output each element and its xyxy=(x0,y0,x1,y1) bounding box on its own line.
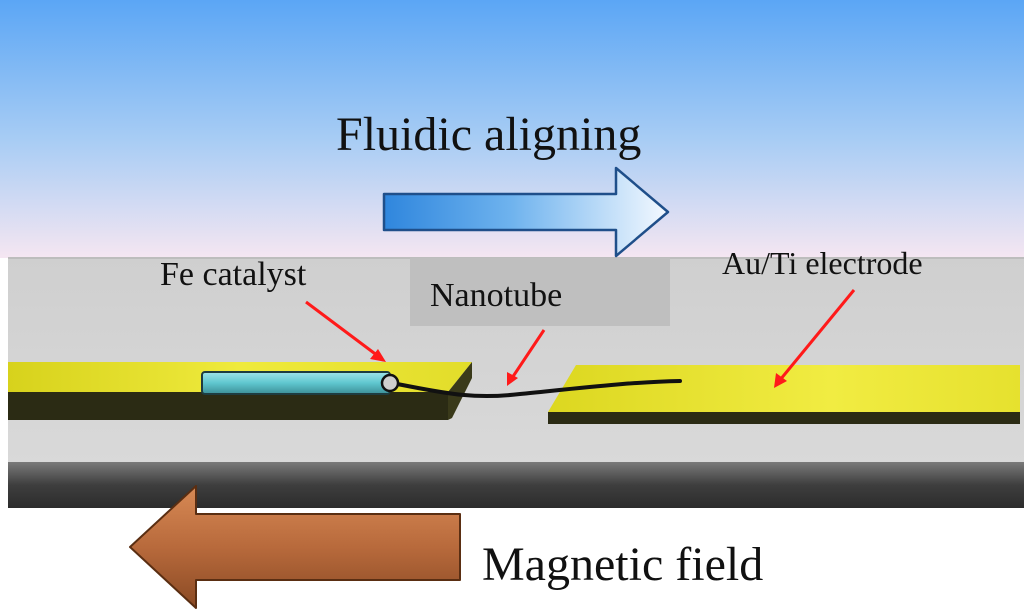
nanotube-pointer xyxy=(507,329,546,386)
fe-catalyst-pointer xyxy=(305,300,386,362)
arrow-left-icon xyxy=(129,485,461,609)
arrow-right-icon xyxy=(382,166,670,258)
nanotube-line xyxy=(390,379,682,399)
base-slab xyxy=(8,462,1024,508)
right-electrode xyxy=(548,365,1020,424)
nanotube-label-box xyxy=(410,258,670,326)
nanotube-label: Nanotube xyxy=(430,277,562,314)
catalyst-particle xyxy=(380,373,400,393)
fluidic-aligning-label: Fluidic aligning xyxy=(336,108,641,161)
fe-catalyst-label: Fe catalyst xyxy=(160,256,307,293)
fe-catalyst-bar xyxy=(201,371,391,395)
electrode-label: Au/Ti electrode xyxy=(722,245,923,281)
electrode-pointer xyxy=(774,289,856,388)
magnetic-field-label: Magnetic field xyxy=(482,538,763,591)
